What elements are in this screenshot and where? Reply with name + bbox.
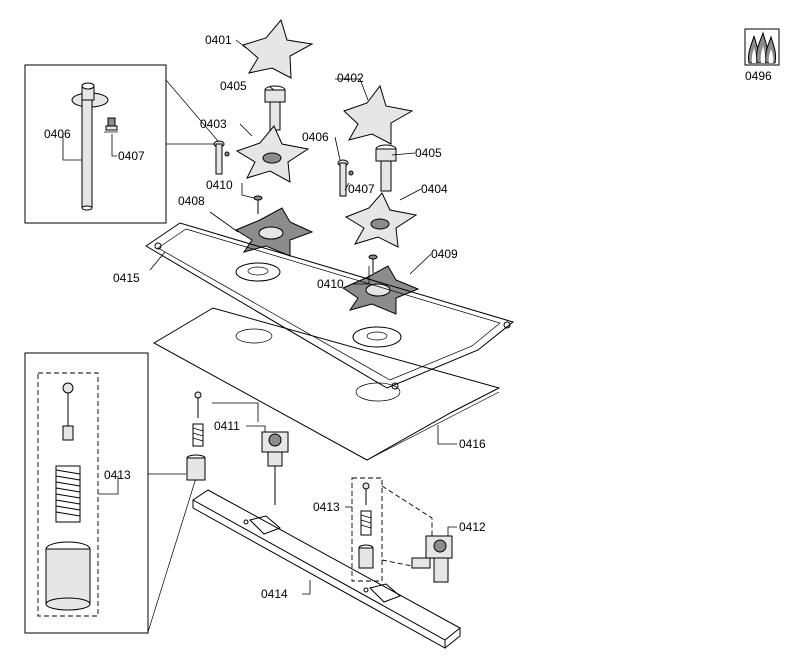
burner-head-0404 xyxy=(344,192,418,248)
injector-0405-left xyxy=(264,85,286,131)
spring-icon xyxy=(55,465,81,523)
label-0405-right: 0405 xyxy=(415,146,442,160)
label-0401: 0401 xyxy=(205,33,232,47)
label-0407-inset: 0407 xyxy=(118,149,145,163)
label-0406-inset: 0406 xyxy=(44,127,71,141)
valve-rail-0414 xyxy=(192,489,461,649)
label-0402: 0402 xyxy=(337,71,364,85)
label-0408: 0408 xyxy=(178,194,205,208)
label-0415: 0415 xyxy=(113,271,140,285)
label-0496: 0496 xyxy=(745,69,772,83)
burner-base-0409 xyxy=(341,265,420,315)
hob-top-plate-0415 xyxy=(145,222,515,390)
thermocouple-0406-right xyxy=(337,159,354,197)
gas-valve-0411 xyxy=(186,391,289,505)
label-0403: 0403 xyxy=(200,117,227,131)
label-0406-right: 0406 xyxy=(302,130,329,144)
label-0405-left: 0405 xyxy=(220,79,247,93)
burner-cap-0402 xyxy=(343,84,414,145)
label-0407-right: 0407 xyxy=(348,182,375,196)
leader-lines xyxy=(149,39,457,595)
screw-0410-left xyxy=(253,195,263,214)
label-0413-right: 0413 xyxy=(313,500,340,514)
injector-0405-right xyxy=(375,144,397,192)
label-0410-left: 0410 xyxy=(206,178,233,192)
burner-cap-0401 xyxy=(241,18,314,79)
label-0411: 0411 xyxy=(214,419,240,433)
label-0412: 0412 xyxy=(459,520,486,534)
label-0404: 0404 xyxy=(421,182,448,196)
inset-thermocouple-detail xyxy=(24,64,219,224)
burner-base-0408 xyxy=(234,207,314,257)
part-labels: 0401 0402 0403 0404 0405 0405 0406 0406 … xyxy=(44,33,772,601)
label-0410-right: 0410 xyxy=(317,277,344,291)
label-0413-inset: 0413 xyxy=(104,468,131,482)
gasket-sheet-0416 xyxy=(152,307,501,461)
burner-head-0403 xyxy=(235,125,310,183)
inset-valve-spring-detail xyxy=(24,352,197,634)
flame-logo-icon xyxy=(744,28,780,66)
label-0414: 0414 xyxy=(261,587,288,601)
label-0416: 0416 xyxy=(459,437,486,451)
label-0409: 0409 xyxy=(431,247,458,261)
gas-valve-0412 xyxy=(351,477,453,583)
thermocouple-0406-left xyxy=(213,140,230,175)
screw-0410-right xyxy=(368,254,378,273)
